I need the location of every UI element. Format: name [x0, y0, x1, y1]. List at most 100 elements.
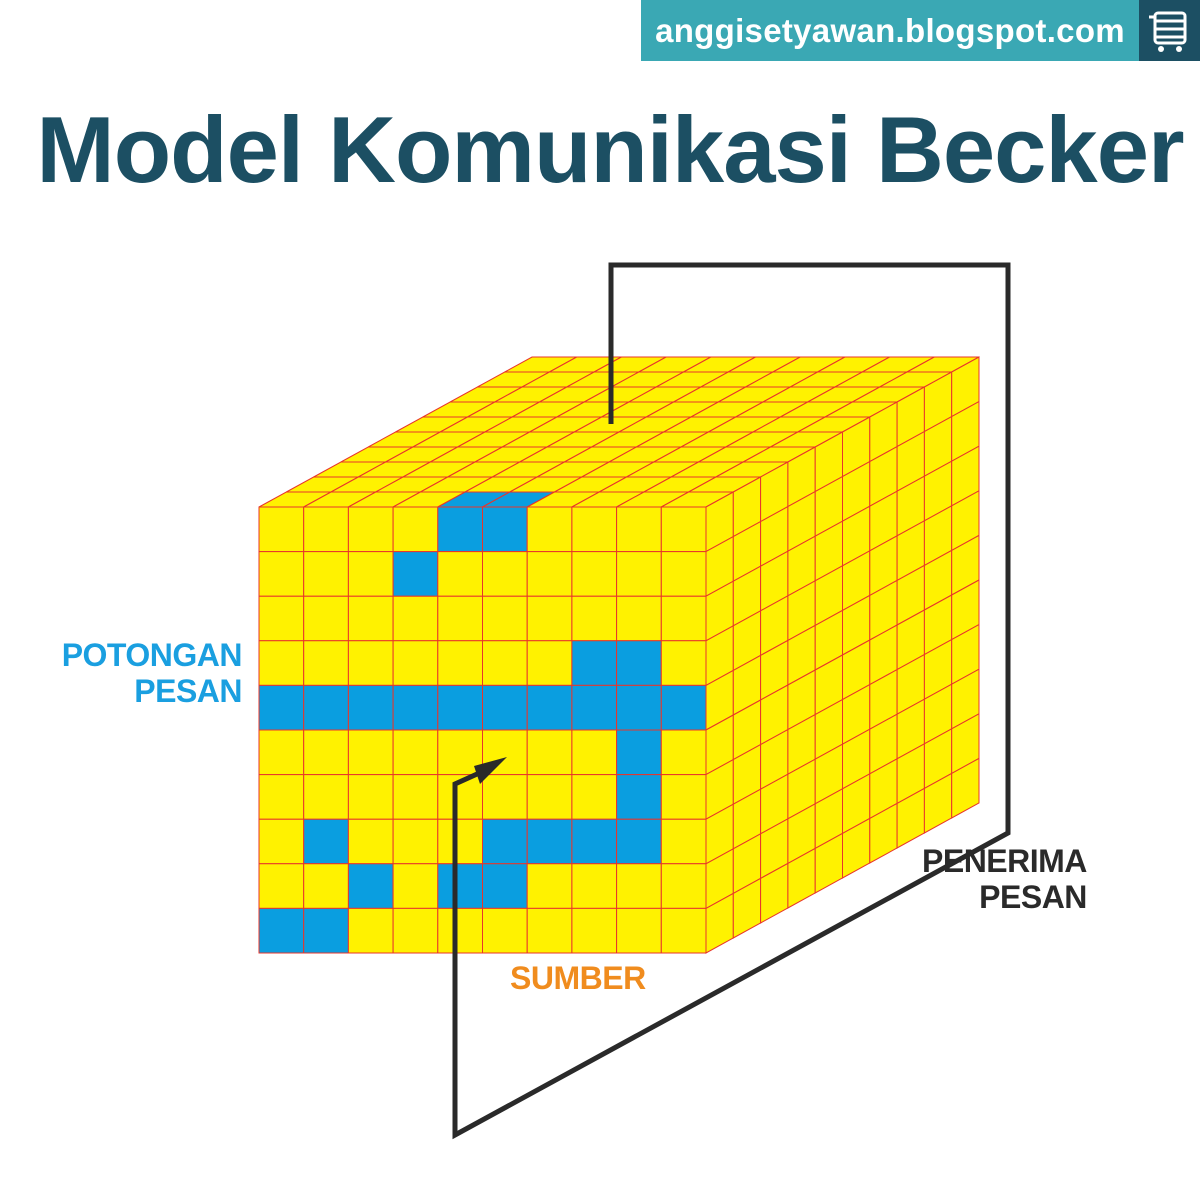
front-cell: [660, 684, 707, 731]
front-cell: [347, 684, 394, 731]
front-cell: [616, 595, 662, 642]
front-cell: [347, 506, 394, 553]
front-cell: [258, 818, 305, 865]
front-cell: [347, 640, 394, 686]
front-cell: [526, 774, 573, 820]
front-cell: [616, 684, 662, 731]
front-cell: [526, 818, 573, 865]
front-cell: [437, 506, 483, 553]
front-cell: [482, 774, 528, 820]
front-cell: [258, 729, 305, 776]
front-cell: [526, 506, 573, 553]
front-cell: [482, 640, 528, 686]
label-potongan-line2: PESAN: [134, 673, 242, 709]
arrow-head-icon: [474, 757, 507, 784]
side-cell: [951, 757, 980, 819]
front-cell: [571, 684, 618, 731]
front-cell: [303, 818, 349, 865]
front-cell: [571, 506, 618, 553]
front-cell: [437, 551, 483, 597]
front-cell: [571, 863, 618, 909]
label-potongan-pesan: POTONGAN PESAN: [61, 637, 243, 709]
front-cell: [303, 729, 349, 776]
front-cell: [616, 551, 662, 597]
front-cell: [258, 551, 305, 597]
front-cell: [347, 818, 394, 865]
front-cell: [660, 551, 707, 597]
front-cell: [616, 506, 662, 553]
front-cell: [392, 551, 439, 597]
front-cell: [526, 729, 573, 776]
front-cell: [616, 907, 662, 954]
label-penerima-pesan: PENERIMA PESAN: [922, 843, 1087, 915]
front-cell: [526, 551, 573, 597]
front-cell: [258, 684, 305, 731]
front-cell: [660, 640, 707, 686]
front-cell: [303, 863, 349, 909]
front-cell: [258, 863, 305, 909]
front-cell: [526, 863, 573, 909]
front-cell: [437, 684, 483, 731]
front-cell: [392, 684, 439, 731]
site-badge[interactable]: anggisetyawan.blogspot.com: [641, 0, 1139, 61]
front-cell: [392, 595, 439, 642]
front-cell: [303, 774, 349, 820]
front-cell: [482, 551, 528, 597]
cart-monitor-icon: [1139, 0, 1200, 61]
front-cell: [392, 729, 439, 776]
front-cell: [392, 907, 439, 954]
front-cell: [392, 640, 439, 686]
front-cell: [258, 907, 305, 954]
front-cell: [392, 863, 439, 909]
front-cell: [482, 907, 528, 954]
front-cell: [571, 551, 618, 597]
front-cell: [347, 595, 394, 642]
front-cell: [660, 863, 707, 909]
front-cell: [660, 907, 707, 954]
front-cell: [392, 506, 439, 553]
label-potongan-line1: POTONGAN: [61, 637, 243, 673]
front-cell: [258, 774, 305, 820]
front-cell: [660, 818, 707, 865]
front-cell: [437, 640, 483, 686]
front-cell: [347, 774, 394, 820]
front-cell: [660, 729, 707, 776]
front-cell: [303, 640, 349, 686]
front-cell: [347, 863, 394, 909]
front-cell: [303, 551, 349, 597]
front-cell: [392, 774, 439, 820]
front-cell: [616, 774, 662, 820]
front-cell: [571, 818, 618, 865]
front-cell: [526, 595, 573, 642]
front-cell: [616, 863, 662, 909]
front-cell: [303, 506, 349, 553]
front-cell: [482, 818, 528, 865]
front-cell: [437, 595, 483, 642]
label-penerima-line2: PESAN: [979, 879, 1087, 915]
front-cell: [303, 907, 349, 954]
front-cell: [482, 863, 528, 909]
front-cell: [571, 774, 618, 820]
front-cell: [616, 640, 662, 686]
front-cell: [571, 907, 618, 954]
front-cell: [347, 551, 394, 597]
front-cell: [571, 595, 618, 642]
message-cube: [258, 356, 980, 954]
front-cell: [437, 907, 483, 954]
path-line: [452, 262, 1011, 1140]
front-cell: [526, 907, 573, 954]
front-cell: [526, 640, 573, 686]
front-cell: [258, 506, 305, 553]
front-cell: [482, 595, 528, 642]
front-cell: [258, 595, 305, 642]
front-cell: [303, 684, 349, 731]
front-cell: [660, 774, 707, 820]
label-penerima-line1: PENERIMA: [922, 843, 1087, 879]
front-cell: [437, 863, 483, 909]
front-cell: [660, 506, 707, 553]
front-cell: [347, 907, 394, 954]
front-cell: [482, 684, 528, 731]
front-cell: [303, 595, 349, 642]
front-cell: [437, 818, 483, 865]
